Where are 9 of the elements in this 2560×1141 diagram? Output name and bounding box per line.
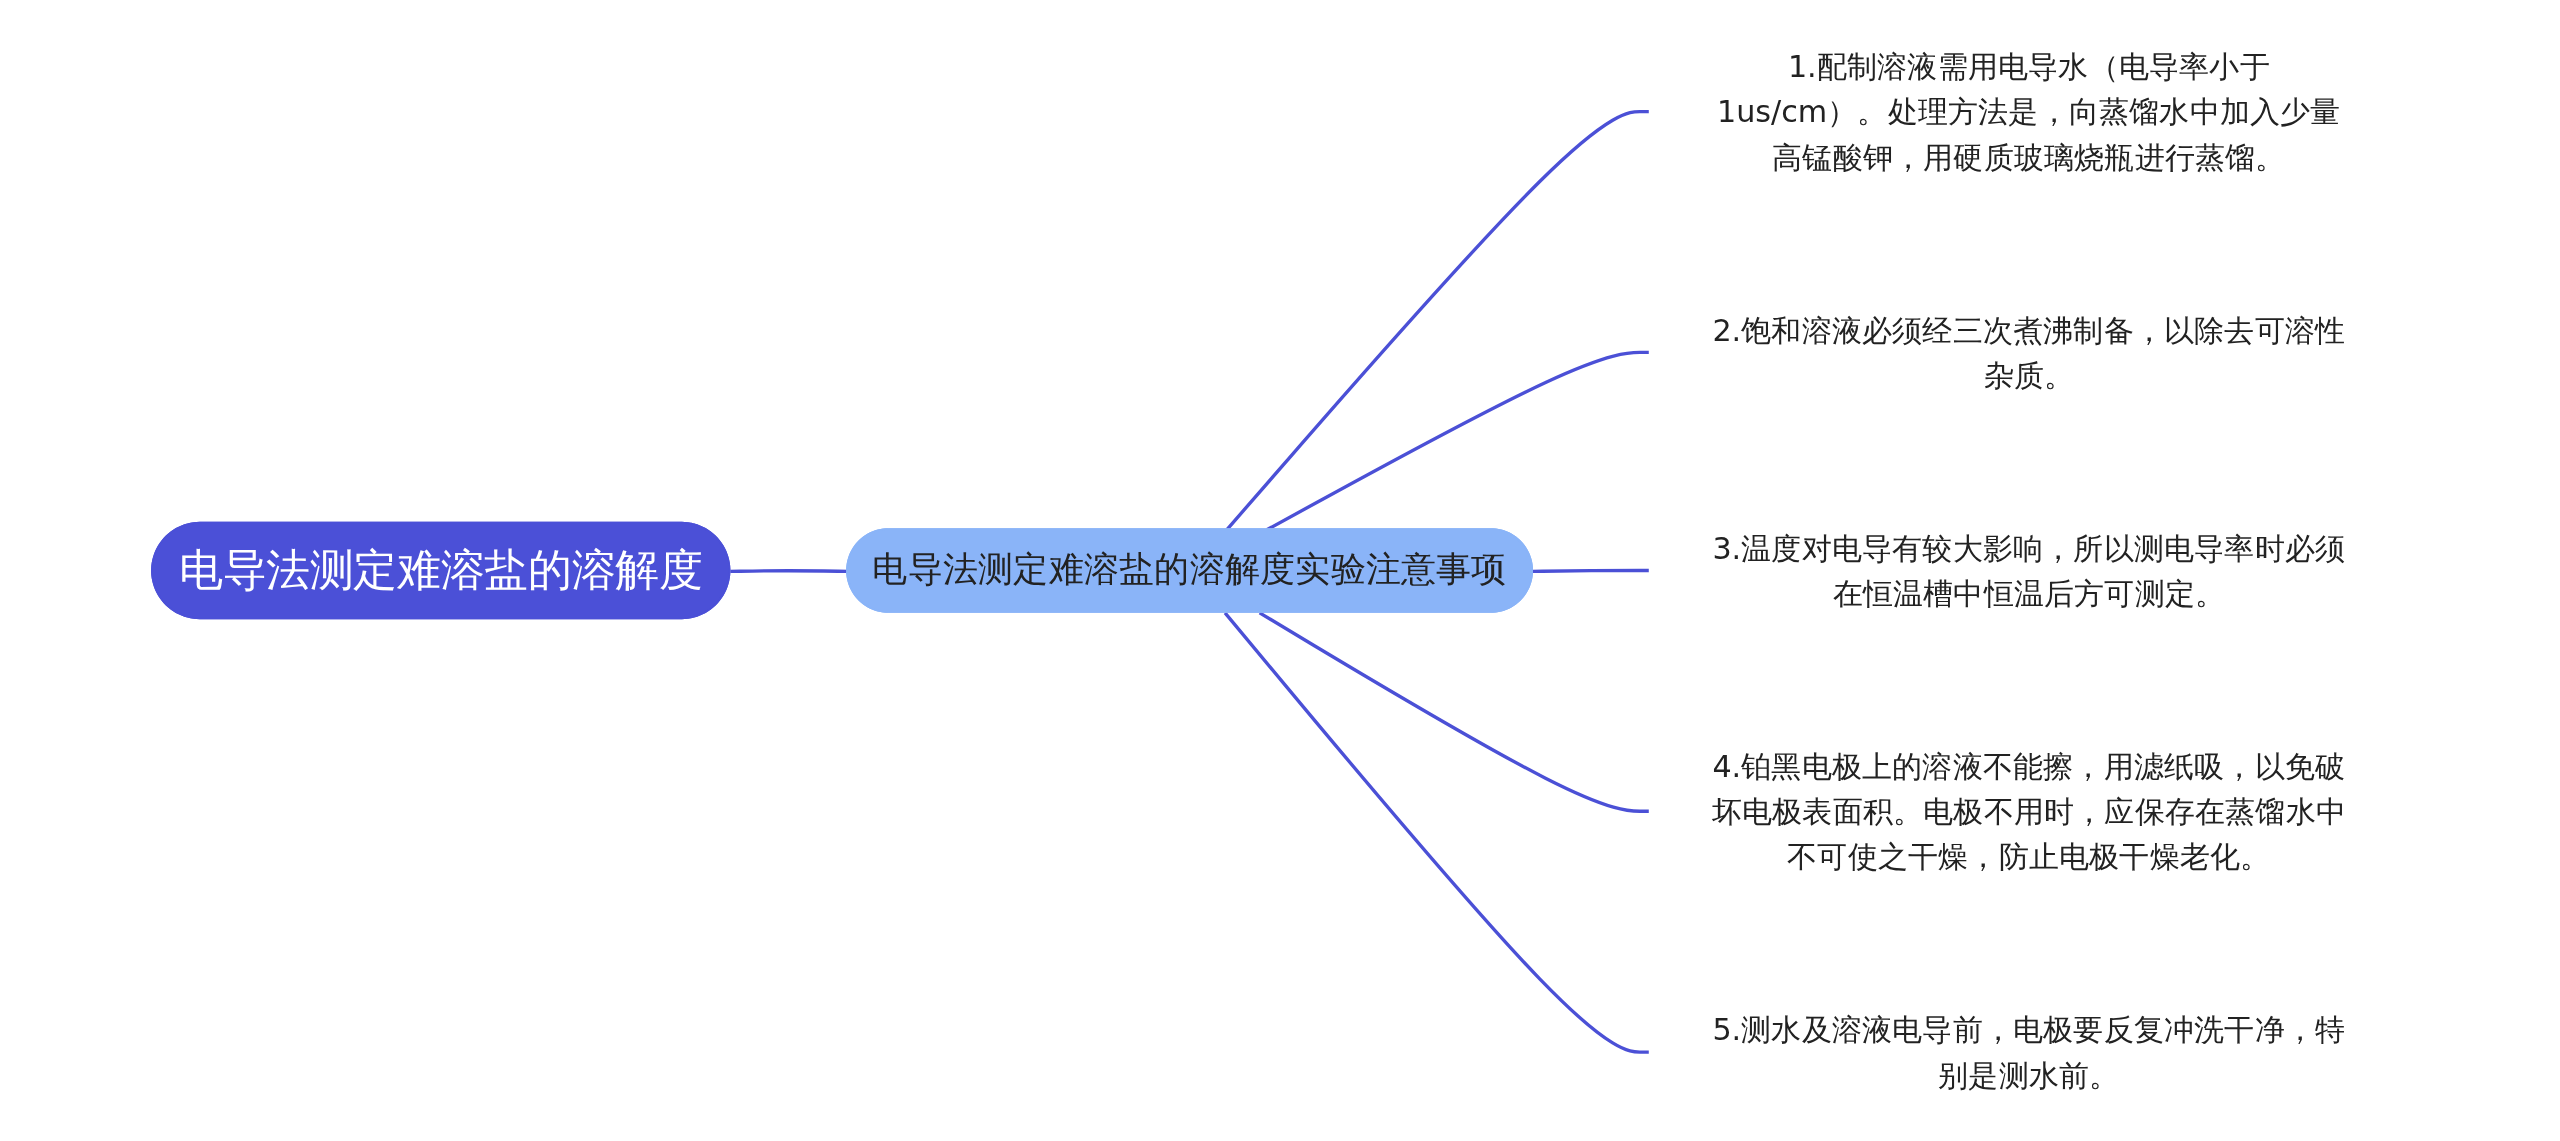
node-text: 3.温度对电导有较大影响，所以测电导率时必须在恒温槽中恒温后方可测定。 xyxy=(1712,530,2346,611)
connector xyxy=(1533,568,1650,573)
connector xyxy=(730,569,848,573)
node-text: 1.配制溶液需用电导水（电导率小于1us/cm）。处理方法是，向蒸馏水中加入少量高锰酸钾，用硬质玻璃烧瓶进行蒸馏。 xyxy=(1716,48,2341,175)
node-text: 2.饱和溶液必须经三次煮沸制备，以除去可溶性杂质。 xyxy=(1712,312,2346,393)
connector xyxy=(1223,611,1650,1054)
node-text: 4.铂黑电极上的溶液不能擦，用滤纸吸，以免破坏电极表面积。电极不用时，应保存在蒸馏水中不可使之干燥，防止电极干燥老化。 xyxy=(1711,748,2346,875)
node-text: 5.测水及溶液电导前，电极要反复冲洗干净，特别是测水前。 xyxy=(1712,1011,2346,1093)
connector xyxy=(1258,611,1650,813)
